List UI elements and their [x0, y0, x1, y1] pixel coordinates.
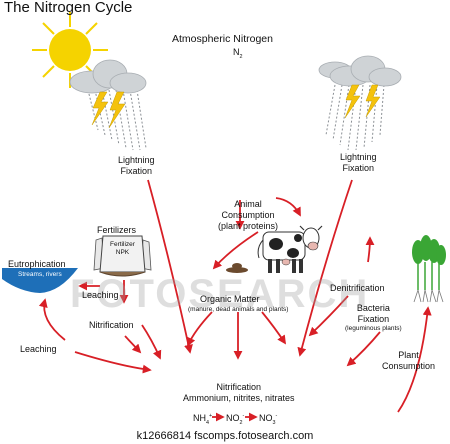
animal-line3: (plant proteins) — [218, 221, 279, 231]
formula-n: N — [233, 47, 240, 57]
lightning-icon — [344, 84, 381, 119]
plant-line1: Plant — [398, 350, 419, 360]
organic-matter-sub: (manure, dead animals and plants) — [188, 306, 289, 313]
arrow-denitrification-up — [365, 236, 375, 263]
bacteria-line3: (leguminous plants) — [345, 325, 402, 332]
no2-sup: - — [242, 413, 245, 419]
nitrification-bottom-label: Nitrification Ammonium, nitrites, nitrat… — [183, 382, 295, 404]
eutrophication-label: Eutrophication — [8, 259, 66, 269]
plant-icon — [412, 235, 446, 303]
animal-line1: Animal — [234, 199, 262, 209]
no2-sub: 2 — [239, 419, 243, 426]
plant-line2: Consumption — [382, 361, 436, 371]
bacteria-line1: Bacteria — [356, 303, 390, 313]
fertilizers-label: Fertilizers — [97, 225, 137, 235]
chem-nh4: NH4+ — [193, 411, 212, 429]
nitrogen-formula: N2 — [233, 47, 243, 63]
cycle-arrows — [38, 179, 432, 422]
watermark: FOTOSEARCH — [70, 272, 370, 316]
fertilizer-bag-icon — [93, 235, 152, 277]
arrow-nitrification-left — [141, 324, 162, 360]
cloud-icon — [318, 55, 402, 87]
chem-no2: NO2- — [226, 411, 244, 429]
lightning-fixation-left: Lightning Fixation — [118, 155, 155, 177]
plant-consumption-label: Plant Consumption — [382, 350, 435, 372]
nh4-sup: + — [209, 413, 213, 419]
arrow-bacteria-down — [346, 331, 381, 367]
nh4-sub: 4 — [206, 419, 209, 426]
arrow-bottom-left — [74, 351, 152, 374]
manure-icon — [226, 263, 248, 273]
lightning-right-line1: Lightning — [340, 152, 377, 162]
leaching-lower-label: Leaching — [20, 344, 57, 354]
animal-line2: Consumption — [221, 210, 275, 220]
bag-line2: NPK — [115, 249, 130, 256]
no3-sup: - — [275, 413, 278, 419]
no2-base: NO — [226, 413, 240, 423]
arrow-plant-up — [397, 306, 432, 413]
animal-consumption-label: Animal Consumption (plant proteins) — [218, 199, 278, 232]
water-body-icon — [2, 268, 78, 293]
formula-sub: 2 — [239, 53, 243, 60]
nitrification-left-label: Nitrification — [89, 320, 134, 330]
lightning-left-line2: Fixation — [120, 166, 153, 176]
arrow-to-animal — [275, 197, 301, 217]
lightning-icon — [91, 91, 126, 129]
bacteria-line2: Fixation — [357, 314, 390, 324]
denitrification-label: Denitrification — [330, 283, 385, 293]
atmospheric-nitrogen-label: Atmospheric Nitrogen — [172, 33, 273, 45]
atmospheric-nitrogen-text: Atmospheric Nitrogen — [172, 33, 273, 45]
nh4-base: NH — [193, 413, 206, 423]
fertilizer-bag-text: Fertilizer NPK — [110, 241, 135, 257]
arrow-lightning-left — [147, 179, 193, 354]
chem-no3: NO3- — [259, 411, 277, 429]
rain-icon — [325, 84, 385, 151]
arrow-bacteria-left — [308, 295, 349, 337]
arrow-organic-right — [261, 311, 286, 345]
organic-matter-label: Organic Matter — [200, 294, 260, 304]
eutrophication-sub: Streams, rivers — [18, 271, 62, 278]
arrow-organic-left — [186, 311, 213, 347]
nitrification-bottom-line1: Nitrification — [216, 382, 262, 392]
arrow-lightning-right — [297, 179, 353, 357]
arrow-nitrification-left2 — [124, 335, 142, 354]
bacteria-fixation-label: Bacteria Fixation (leguminous plants) — [345, 303, 402, 333]
cow-icon — [257, 225, 323, 273]
arrow-animal-left — [212, 231, 259, 270]
leaching-upper-label: Leaching — [82, 290, 119, 300]
no3-base: NO — [259, 413, 273, 423]
lightning-left-line1: Lightning — [118, 155, 155, 165]
bag-line1: Fertilizer — [110, 241, 135, 248]
arrow-leaching-lower — [38, 298, 66, 341]
footer-credit: k12666814 fscomps.fotosearch.com — [0, 429, 450, 444]
cloud-icon — [69, 59, 147, 94]
nitrification-bottom-line2: Ammonium, nitrites, nitrates — [183, 393, 295, 403]
no3-sub: 3 — [272, 419, 276, 426]
page-title: The Nitrogen Cycle — [4, 0, 133, 16]
lightning-fixation-right: Lightning Fixation — [340, 152, 377, 174]
lightning-right-line2: Fixation — [342, 163, 375, 173]
